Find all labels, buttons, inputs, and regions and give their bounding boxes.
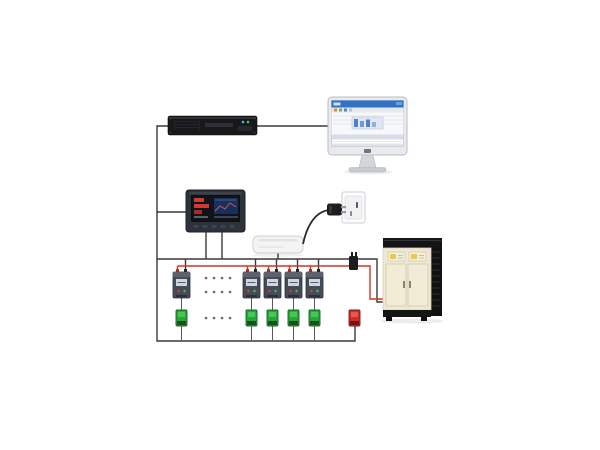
rack-server-icon [167,115,258,136]
controller-row [172,269,324,299]
control-cabinet-icon [380,238,444,324]
indicator-row [175,309,361,327]
green-button-icon [175,309,188,327]
controller-unit-icon [172,269,191,299]
green-button-icon [245,309,258,327]
monitor-icon [327,96,408,175]
hmi-panel-icon [185,189,246,233]
green-button-icon [266,309,279,327]
power-plug-icon [302,203,346,245]
green-button-icon [308,309,321,327]
red-button-icon [348,309,361,327]
controller-unit-icon [263,269,282,299]
power-adapter-icon [252,235,304,257]
ellipsis-dots [204,276,232,320]
controller-unit-icon [284,269,303,299]
controller-unit-icon [305,269,324,299]
controller-unit-icon [242,269,261,299]
wiring [156,125,383,342]
green-button-icon [287,309,300,327]
inline-connector-icon [349,252,358,270]
